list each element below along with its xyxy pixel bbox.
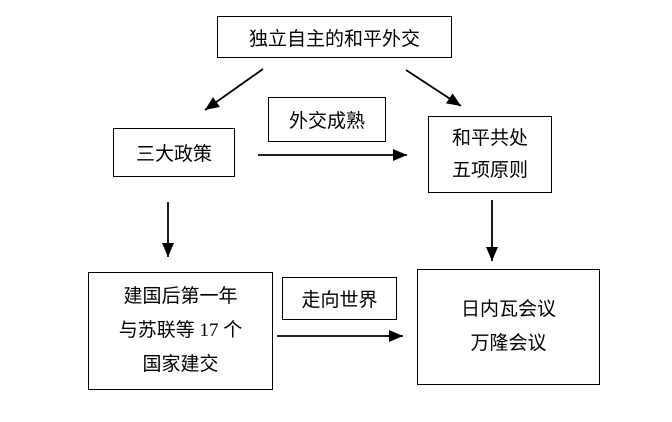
node-toward-world-text: 走向世界	[301, 290, 378, 311]
node-five-principles-line2: 五项原则	[451, 159, 528, 181]
node-conferences-line1: 日内瓦会议	[460, 299, 556, 320]
node-founding-relations-line1: 建国后第一年	[123, 286, 238, 307]
node-founding-relations-line3: 国家建交	[142, 354, 219, 375]
node-founding-relations: 建国后第一年 与苏联等 17 个 国家建交	[88, 272, 273, 390]
arrow-root-to-policies	[204, 68, 264, 111]
node-toward-world-label: 走向世界	[282, 277, 397, 320]
arrow-root-to-principles	[405, 69, 462, 107]
node-five-principles: 和平共处 五项原则	[428, 116, 552, 193]
node-conferences: 日内瓦会议 万隆会议	[417, 269, 600, 385]
node-conferences-line2: 万隆会议	[470, 333, 547, 354]
node-five-principles-line1: 和平共处	[451, 127, 528, 149]
node-diplomatic-maturity-label: 外交成熟	[268, 97, 386, 142]
node-three-policies: 三大政策	[113, 128, 235, 177]
node-root: 独立自主的和平外交	[217, 16, 452, 58]
node-root-label: 独立自主的和平外交	[248, 28, 420, 50]
node-diplomatic-maturity-text: 外交成熟	[288, 111, 365, 132]
node-founding-relations-line2: 与苏联等 17 个	[118, 320, 243, 341]
node-three-policies-label: 三大政策	[135, 144, 212, 165]
